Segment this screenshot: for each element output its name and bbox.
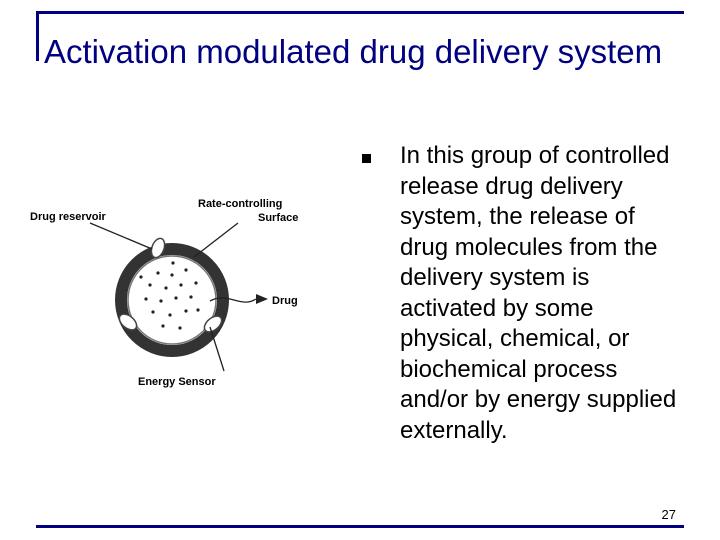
drug-particles [139,261,200,330]
slide-frame-left [36,11,39,61]
pointer-lines [89,222,257,372]
reservoir-membrane [115,243,229,357]
label-drug-reservoir: Drug reservoir [30,211,107,223]
slide-title: Activation modulated drug delivery syste… [44,33,663,70]
reservoir-inner-edge [127,255,217,345]
square-bullet-icon [362,154,371,163]
slide-frame-bottom [36,525,684,528]
label-drug: Drug [272,295,298,307]
drug-release-arrow-icon [256,294,268,304]
bullet-text: In this group of controlled release drug… [400,142,677,444]
slide-frame-top [36,11,684,14]
energy-sensor-top-left-icon [150,237,166,259]
energy-sensor-bottom-left-icon [118,313,138,331]
page-number: 27 [661,507,676,522]
label-rate-controlling: Rate-controlling [198,198,282,210]
label-surface: Surface [258,212,298,224]
label-energy-sensor: Energy Sensor [138,376,216,388]
energy-sensor-bottom-right-icon [203,315,223,333]
drug-delivery-diagram: Drug reservoir Rate-controlling Surface … [30,198,298,388]
